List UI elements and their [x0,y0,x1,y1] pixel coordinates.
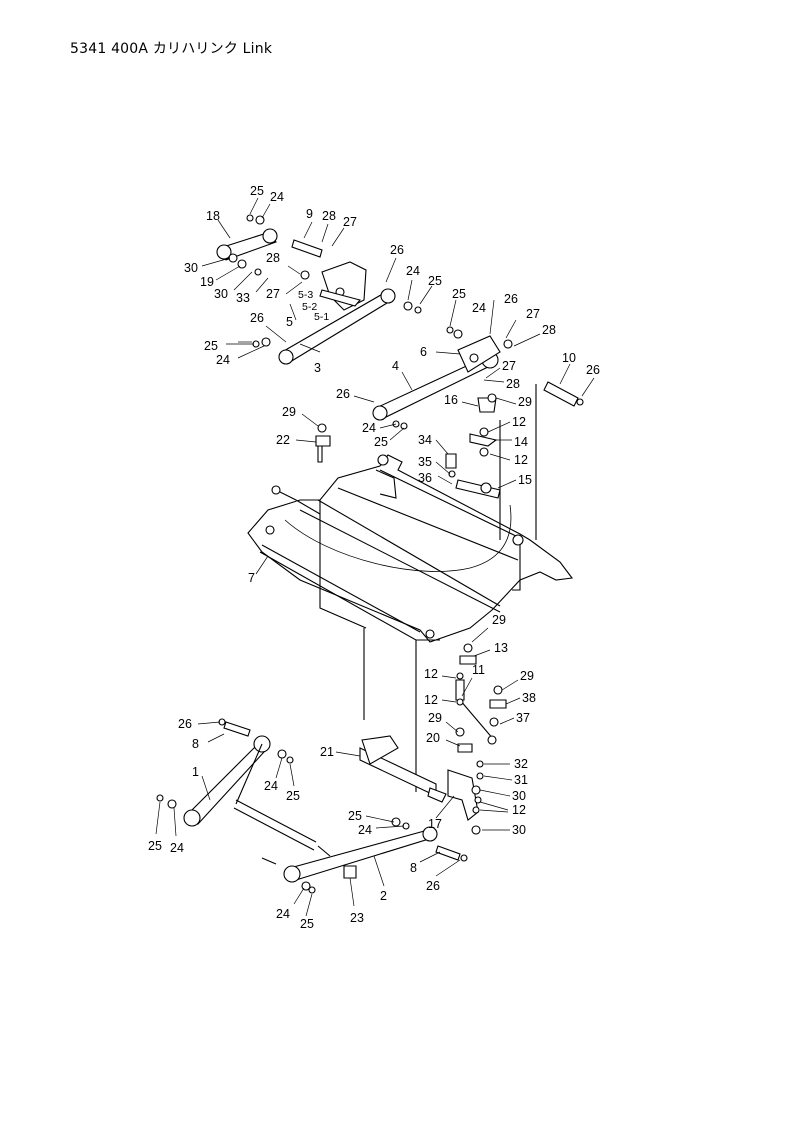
callout-label: 27 [502,359,516,373]
callout-label: 12 [512,803,526,817]
callout-label: 26 [426,879,440,893]
callout-label: 29 [518,395,532,409]
callout-label: 34 [418,433,432,447]
callout-label: 38 [522,691,536,705]
callout-label: 24 [406,264,420,278]
main-frame [247,384,574,792]
upper-link-assembly [216,214,422,365]
callout-label: 23 [350,911,364,925]
lower-left-arms [156,718,468,894]
callout-label: 26 [390,243,404,257]
callout-label: 13 [494,641,508,655]
callout-label: 37 [516,711,530,725]
callout-label: 5-1 [314,311,329,323]
callout-label: 3 [314,361,321,375]
callout-label: 24 [362,421,376,435]
callout-label: 21 [320,745,334,759]
callout-label: 24 [276,907,290,921]
callout-label: 25 [452,287,466,301]
callout-label: 25 [148,839,162,853]
middle-link-assembly [271,326,584,515]
callout-label: 12 [424,667,438,681]
callout-label: 16 [444,393,458,407]
callout-label: 32 [514,757,528,771]
callout-label: 14 [514,435,528,449]
callout-label: 30 [184,261,198,275]
callout-label: 24 [170,841,184,855]
callout-label: 12 [424,693,438,707]
callout-label: 24 [358,823,372,837]
callout-label: 24 [216,353,230,367]
callout-label: 20 [426,731,440,745]
callout-label: 24 [264,779,278,793]
callout-label: 12 [514,453,528,467]
callout-label: 27 [343,215,357,229]
callout-label: 33 [236,291,250,305]
callout-label: 1 [192,765,199,779]
callout-label: 28 [266,251,280,265]
lower-right-linkage [359,643,507,835]
callout-label: 19 [200,275,214,289]
callout-label: 25 [374,435,388,449]
callout-label: 8 [410,861,417,875]
callout-label: 12 [512,415,526,429]
callout-label: 29 [428,711,442,725]
callout-label: 22 [276,433,290,447]
callout-label: 25 [348,809,362,823]
callout-label: 9 [306,207,313,221]
callout-label: 11 [472,663,485,677]
callout-label: 10 [562,351,576,365]
callout-label: 30 [512,789,526,803]
callout-label: 30 [512,823,526,837]
callout-label: 26 [336,387,350,401]
callout-label: 35 [418,455,432,469]
callout-label: 4 [392,359,399,373]
page-title: 5341 400A カリハリンク Link [70,41,273,57]
callout-label: 29 [520,669,534,683]
callout-label: 26 [178,717,192,731]
callout-label: 29 [282,405,296,419]
callout-label: 2 [380,889,387,903]
callout-label: 15 [518,473,532,487]
callout-label: 24 [270,190,284,204]
callout-label: 5-3 [298,289,313,301]
callout-label: 28 [506,377,520,391]
callout-label: 17 [428,817,442,831]
callout-label: 18 [206,209,220,223]
callout-label: 8 [192,737,199,751]
callout-label: 29 [492,613,506,627]
callout-label: 26 [586,363,600,377]
callout-label: 25 [250,184,264,198]
callout-label: 26 [504,292,518,306]
callout-label: 25 [428,274,442,288]
callout-labels: 25 24 18 9 28 27 26 24 25 30 19 30 33 28… [148,184,600,931]
callout-label: 27 [266,287,280,301]
callout-label: 27 [526,307,540,321]
callout-label: 26 [250,311,264,325]
callout-label: 5 [286,315,293,329]
callout-label: 6 [420,345,427,359]
callout-label: 5-2 [302,301,317,313]
callout-label: 25 [286,789,300,803]
callout-label: 28 [542,323,556,337]
callout-label: 36 [418,471,432,485]
callout-label: 24 [472,301,486,315]
callout-label: 7 [248,571,255,585]
callout-label: 30 [214,287,228,301]
callout-label: 28 [322,209,336,223]
callout-label: 25 [204,339,218,353]
callout-label: 31 [514,773,528,787]
callout-label: 25 [300,917,314,931]
